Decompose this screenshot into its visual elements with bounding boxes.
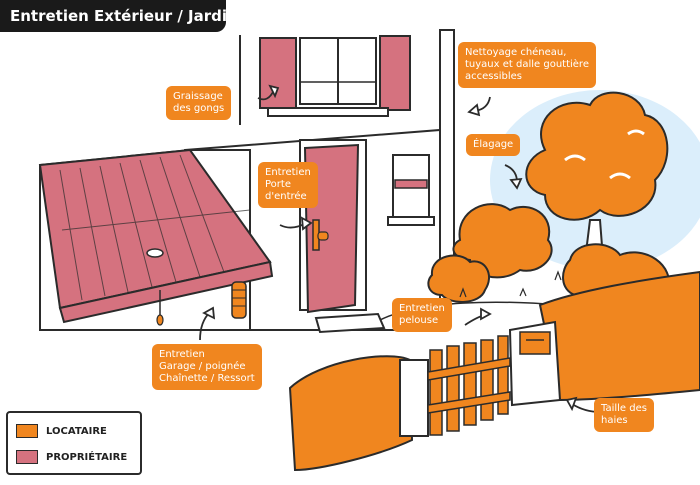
mailbox <box>519 331 551 355</box>
legend-proprietaire-label: PROPRIÉTAIRE <box>46 451 128 463</box>
legend: LOCATAIRE PROPRIÉTAIRE <box>6 411 142 475</box>
bush-center <box>452 203 553 279</box>
label-pelouse: Entretien pelouse <box>392 298 452 332</box>
legend-proprietaire: PROPRIÉTAIRE <box>16 447 127 467</box>
right-shutter <box>379 35 411 111</box>
tree-crown <box>525 91 669 221</box>
page-title: Entretien Extérieur / Jardin <box>0 0 238 32</box>
swatch-proprietaire <box>16 450 38 464</box>
hedge-right <box>538 270 700 402</box>
window-sill <box>267 107 389 117</box>
entrance-door <box>303 143 360 314</box>
legend-locataire: LOCATAIRE <box>16 421 107 441</box>
swatch-locataire <box>16 424 38 438</box>
garden-gate <box>427 335 511 436</box>
label-garage: Entretien Garage / poignée Chaînette / R… <box>152 344 262 390</box>
label-porte: Entretien Porte d'entrée <box>258 162 318 208</box>
left-shutter <box>259 37 297 109</box>
garage-spring <box>231 281 247 319</box>
doormat <box>314 312 386 334</box>
garage-handle <box>146 248 164 258</box>
garage-chain <box>156 314 164 326</box>
label-cheneau: Nettoyage chéneau, tuyaux et dalle goutt… <box>458 42 596 88</box>
label-graissage: Graissage des gongs <box>166 86 232 120</box>
legend-locataire-label: LOCATAIRE <box>46 425 107 437</box>
bush-left <box>427 254 490 303</box>
label-elagage: Élagage <box>466 134 521 156</box>
label-haies: Taille des haies <box>594 398 654 432</box>
hedge-front <box>288 355 414 472</box>
